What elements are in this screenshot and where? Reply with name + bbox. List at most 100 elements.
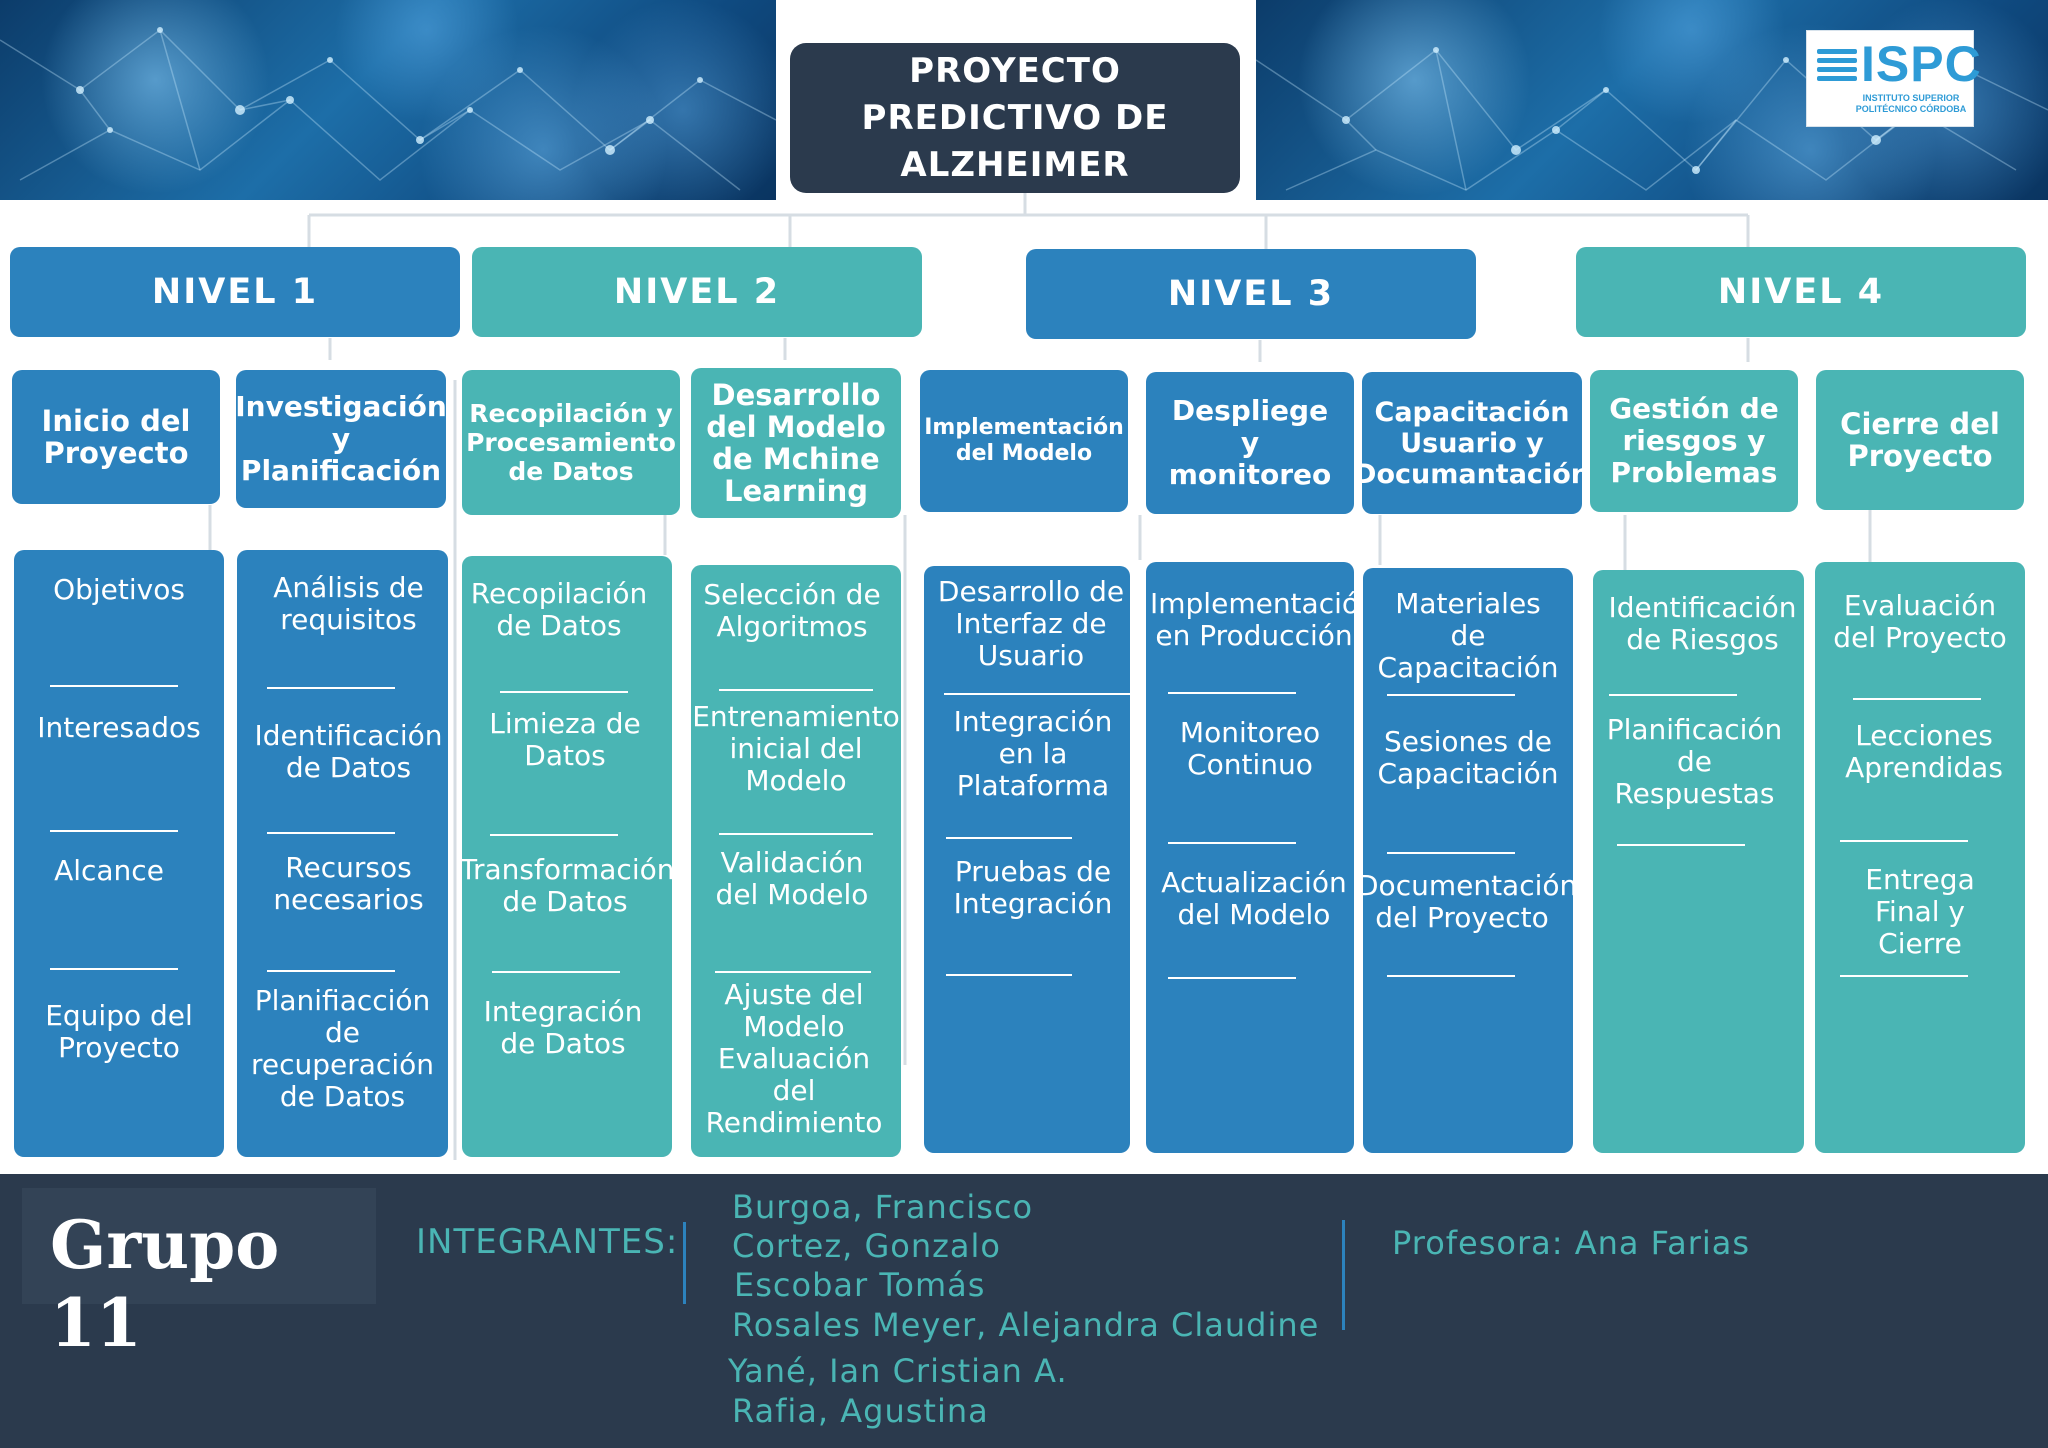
category-investigacion: Investigación y Planificación [235,370,447,508]
category-despliegue: Despliege y monitoreo [1146,372,1354,514]
task-item: Recopilación de Datos [470,577,648,642]
item-divider [50,830,178,832]
member-name: Burgoa, Francisco [732,1188,1034,1226]
member-name: Yané, Ian Cristian A. [728,1352,1068,1390]
task-item: Selección de Algoritmos [703,578,881,643]
task-item: Validación del Modelo [715,846,869,911]
item-divider [1168,842,1296,844]
task-item: Análisis de requisitos [273,571,424,636]
level-3: NIVEL 3 [1026,249,1476,339]
ispc-logo: ISPC INSTITUTO SUPERIOR POLITÉCNICO CÓRD… [1806,30,1981,127]
item-divider [719,833,873,835]
task-item: Transformación de Datos [460,853,675,918]
task-item: Pruebas de Integración [953,855,1113,920]
task-item: Materiales de Capacitación [1377,587,1559,684]
task-item: Objetivos [53,573,185,606]
item-divider [267,832,395,834]
item-divider [1617,844,1745,846]
item-divider [1609,694,1737,696]
category-implementacion: Implementación del Modelo [920,370,1128,512]
task-item: Limieza de Datos [489,707,641,772]
item-divider [50,685,178,687]
task-item: Identificación de Datos [254,719,443,784]
category-recopilacion: Recopilación y Procesamiento de Datos [462,370,680,515]
task-item: Interesados [37,711,201,744]
footer: Grupo 11 INTEGRANTES: Burgoa, Francisco … [0,1174,2048,1448]
category-desarrollo: Desarrollo del Modelo de Mchine Learning [691,368,901,518]
category-cierre: Cierre del Proyecto [1816,370,2024,510]
task-item: Integración en la Plataforma [953,705,1113,802]
level-label: NIVEL 2 [613,272,781,312]
category-capacitacion: Capacitación Usuario y Documantación [1354,372,1590,514]
item-divider [946,837,1072,839]
task-column: Selección de Algoritmos Entrenamiento in… [691,565,901,1157]
task-item: Sesiones de Capacitación [1377,725,1559,790]
item-divider [1168,692,1296,694]
item-divider [1840,975,1968,977]
task-item: Planifiacción de recuperación de Datos [251,984,434,1113]
item-divider [500,691,628,693]
category-gestion-riesgos: Gestión de riesgos y Problemas [1590,370,1798,512]
task-column: Materiales de Capacitación Sesiones de C… [1357,568,1577,1153]
level-label: NIVEL 4 [1717,272,1885,312]
divider-line [1342,1220,1345,1330]
task-item: Equipo del Proyecto [45,999,193,1064]
item-divider [1387,694,1515,696]
level-1: NIVEL 1 [10,247,460,337]
member-name: Escobar Tomás [734,1266,986,1304]
task-item: Identificación de Riesgos [1608,591,1797,656]
task-item: Recursos necesarios [273,851,424,916]
task-item: Monitoreo Continuo [1179,716,1321,781]
task-item: Planificación de Respuestas [1606,713,1783,810]
item-divider [719,689,873,691]
group-label: Grupo 11 [50,1206,280,1362]
task-item: Actualización del Modelo [1161,866,1347,931]
item-divider [50,968,178,970]
project-title: PROYECTO PREDICTIVO DE ALZHEIMER [790,43,1240,193]
task-column: Evaluación del Proyecto Lecciones Aprend… [1815,562,2025,1153]
item-divider [1853,698,1981,700]
task-item: Integración de Datos [483,995,643,1060]
item-divider [267,687,395,689]
professor-name: Profesora: Ana Farias [1392,1224,1751,1262]
category-inicio: Inicio del Proyecto [12,370,220,504]
network-pattern [0,27,776,191]
task-column: Recopilación de Datos Limieza de Datos T… [460,556,675,1157]
item-divider [944,693,1140,695]
item-divider [267,970,395,972]
task-column: Desarrollo de Interfaz de Usuario Integr… [924,566,1140,1153]
task-item: Ajuste del Modelo Evaluación del Rendimi… [705,978,883,1139]
task-column: Identificación de Riesgos Planificación … [1593,570,1804,1153]
task-item: Entrenamiento inicial del Modelo [692,700,900,797]
task-column: Implementación en Producción Monitoreo C… [1146,562,1377,1153]
member-name: Rafia, Agustina [732,1392,989,1430]
logo-bars-icon [1817,49,1857,89]
item-divider [1387,852,1515,854]
task-item: Entrega Final y Cierre [1865,863,1975,960]
item-divider [492,971,620,973]
task-item: Documentación del Proyecto [1357,869,1578,934]
members-label: INTEGRANTES: [416,1222,679,1262]
task-item: Evaluación del Proyecto [1833,589,2007,654]
group-box: Grupo 11 [22,1188,376,1362]
item-divider [1168,977,1296,979]
connector-lines [208,193,1872,1160]
level-label: NIVEL 1 [151,272,319,312]
task-item: Implementación en Producción [1150,587,1377,652]
task-column: Análisis de requisitos Identificación de… [237,550,448,1157]
task-item: Lecciones Aprendidas [1845,719,2003,784]
level-4: NIVEL 4 [1576,247,2026,337]
item-divider [946,974,1072,976]
member-name: Rosales Meyer, Alejandra Claudine [732,1306,1320,1344]
member-name: Cortez, Gonzalo [732,1227,1001,1265]
level-2: NIVEL 2 [472,247,922,337]
logo-wordmark: ISPC [1861,36,1982,92]
task-column: Objetivos Interesados Alcance Equipo del… [14,550,224,1157]
task-item: Alcance [54,854,164,887]
level-label: NIVEL 3 [1167,274,1335,314]
item-divider [1840,840,1968,842]
item-divider [1387,975,1515,977]
item-divider [490,834,618,836]
banner-image-left [0,0,776,200]
divider-line [683,1222,686,1304]
